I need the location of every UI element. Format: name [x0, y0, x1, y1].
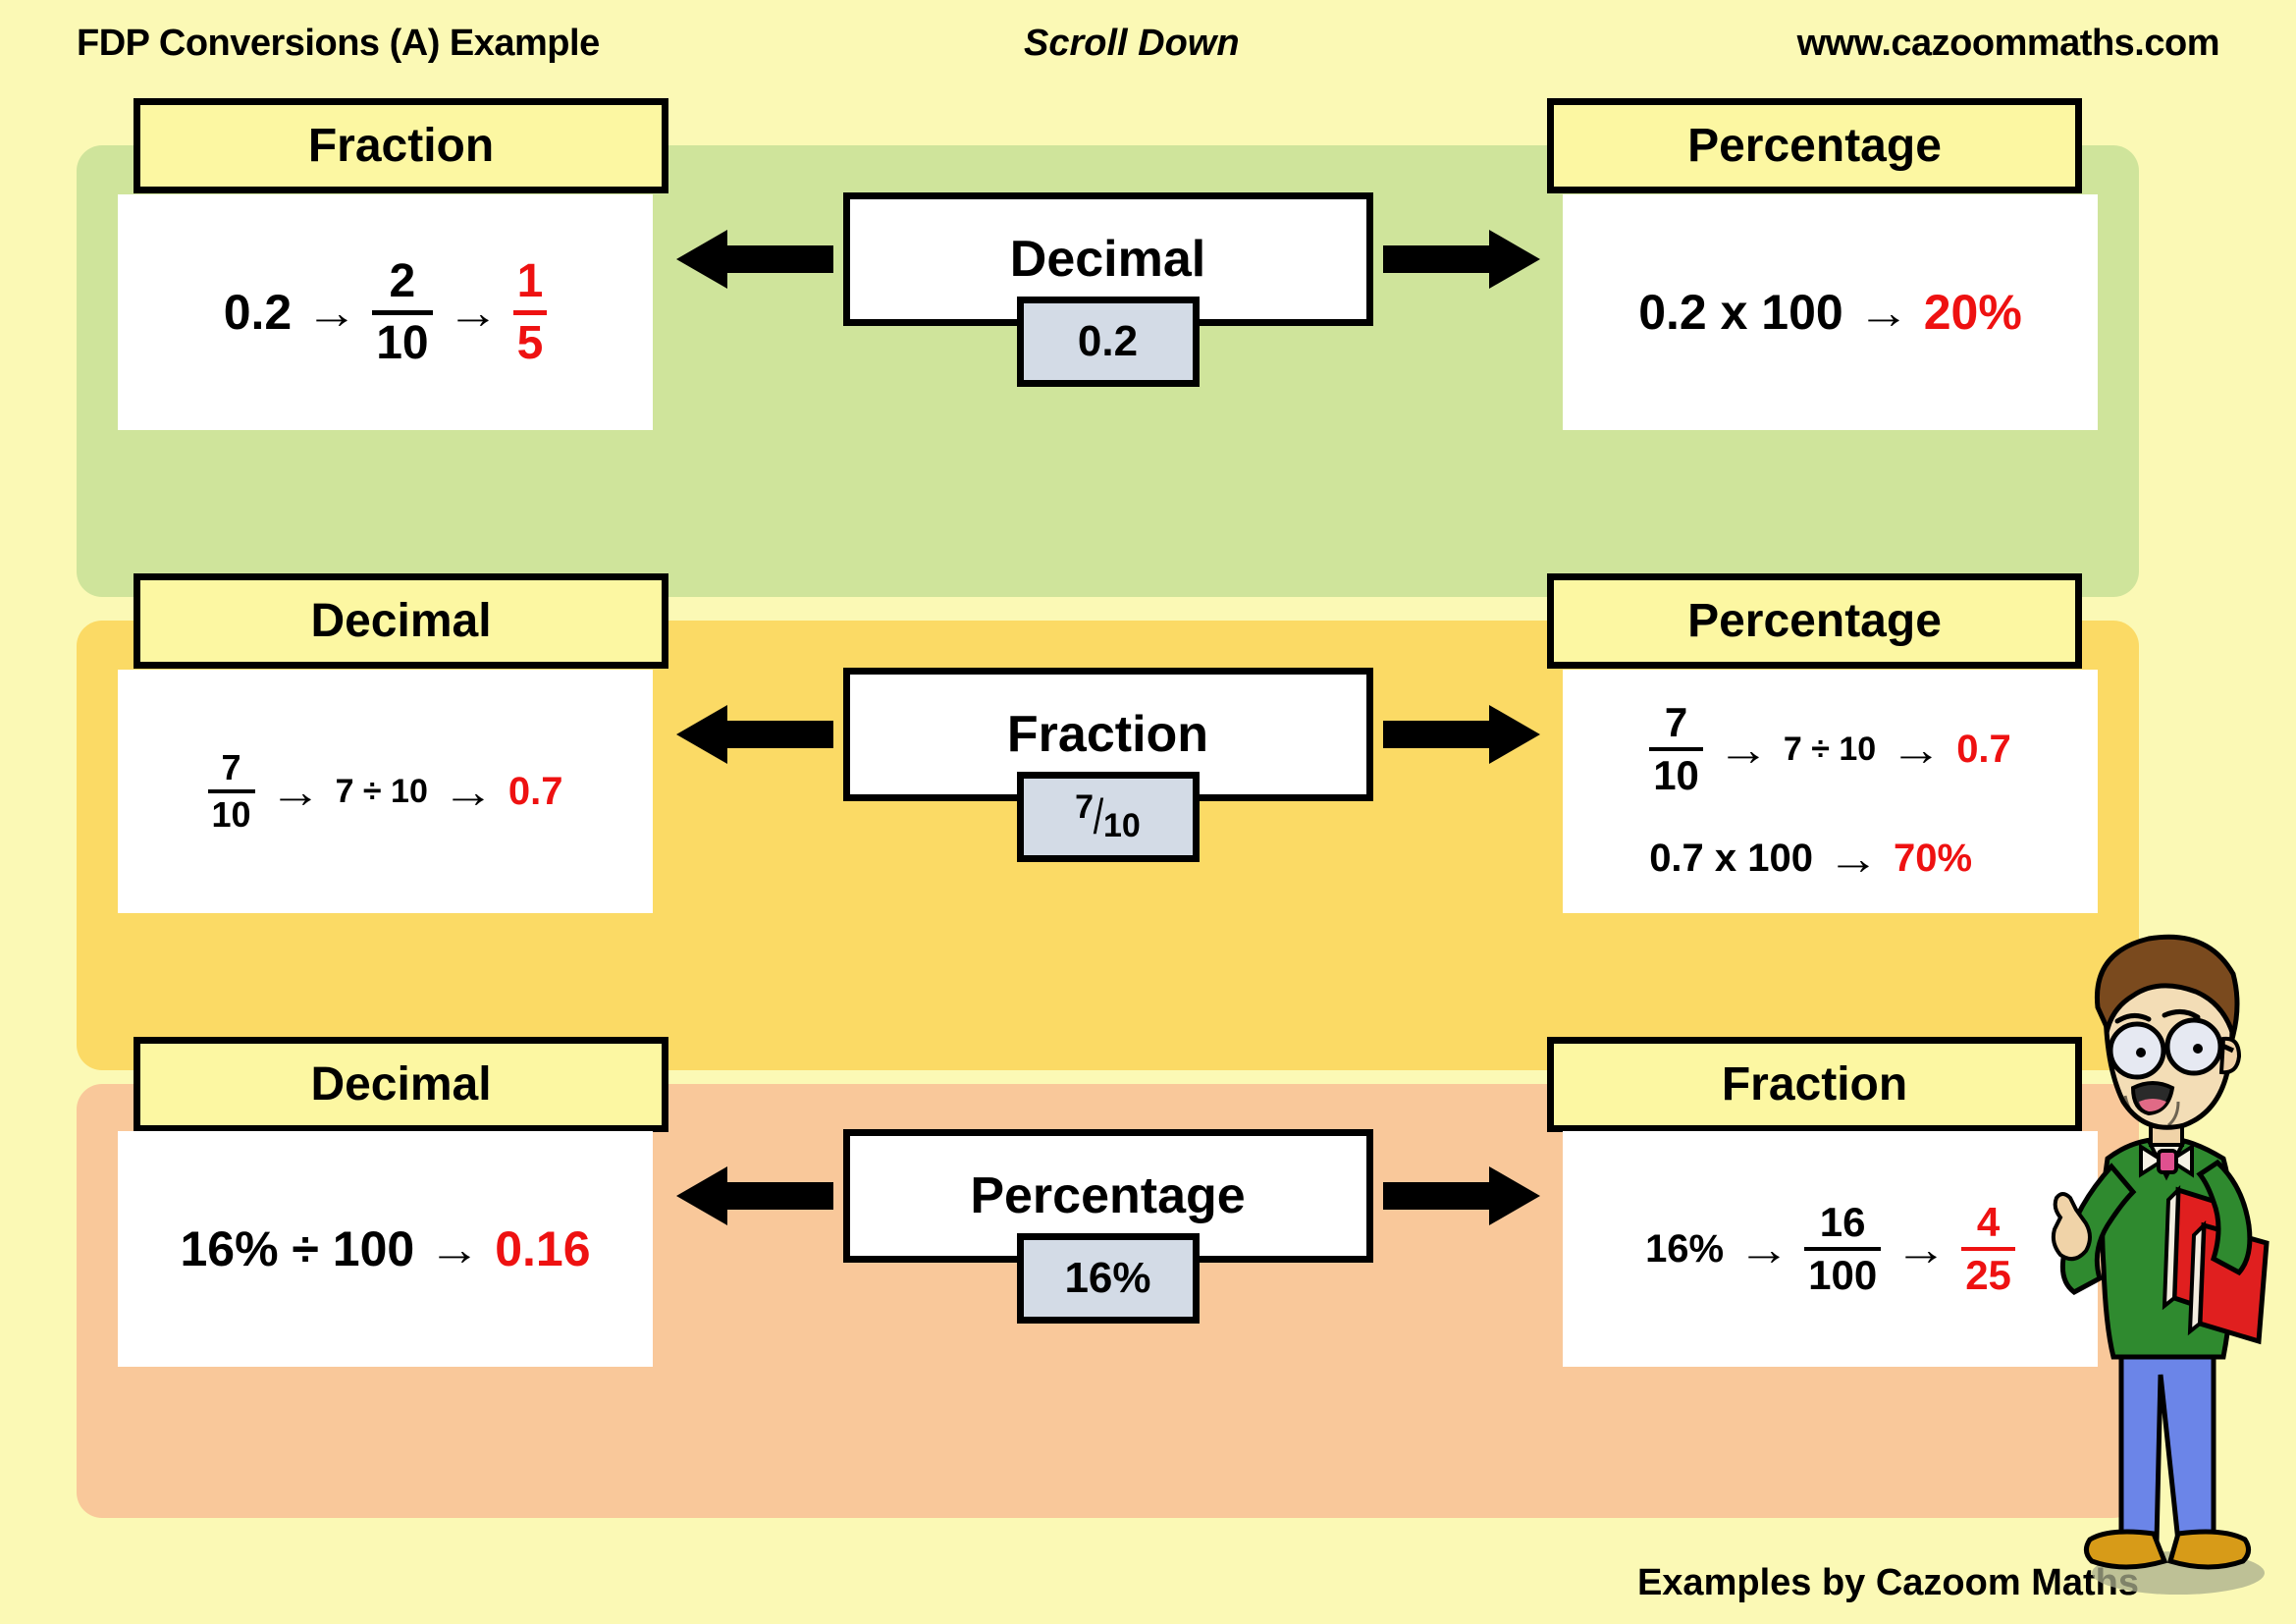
scroll-down-note: Scroll Down	[1024, 22, 1240, 64]
fraction-bar	[512, 309, 548, 315]
fraction-numerator: 2	[389, 254, 416, 307]
hub-value-chip: 16%	[1016, 1233, 1200, 1324]
expression-term: 16%	[1645, 1227, 1725, 1271]
fraction-denominator: 5	[516, 316, 544, 369]
page-title: FDP Conversions (A) Example	[77, 22, 600, 64]
expression-term: 16% ÷ 100	[180, 1221, 415, 1276]
fraction-numerator: 7	[1075, 788, 1095, 826]
row-heading-right: Percentage	[1547, 573, 2082, 669]
inline-arrow-icon: →	[1890, 724, 1943, 775]
right-arrow-icon	[1382, 230, 1540, 289]
inline-arrow-icon: →	[442, 766, 495, 817]
answer-term: 70%	[1894, 837, 1973, 880]
inline-arrow-icon: →	[447, 287, 500, 338]
inline-arrow-icon: →	[1717, 724, 1770, 775]
fraction-denominator: 100	[1808, 1252, 1878, 1298]
expression-term: 0.7 x 100	[1649, 837, 1814, 880]
row-heading-left: Decimal	[133, 1037, 668, 1132]
inline-arrow-icon: →	[305, 287, 358, 338]
inline-arrow-icon: →	[269, 766, 322, 817]
hub-value-chip: 7/10	[1016, 772, 1200, 862]
inline-arrow-icon: →	[1827, 833, 1880, 884]
fraction-denominator: 25	[1965, 1252, 2011, 1298]
inline-arrow-icon: →	[428, 1223, 481, 1274]
left-arrow-icon	[675, 705, 833, 764]
row-heading-right: Fraction	[1547, 1037, 2082, 1132]
answer-term: 0.16	[495, 1221, 591, 1276]
fraction-numerator: 7	[1664, 699, 1688, 745]
expression-term: 7 ÷ 10	[1783, 731, 1877, 768]
expression-term: 0.2	[223, 285, 293, 340]
fraction-numerator: 4	[1976, 1199, 2001, 1245]
expression-term: 0.2 x 100	[1638, 285, 1843, 340]
left-arrow-icon	[675, 1166, 833, 1225]
fraction-numerator: 16	[1819, 1199, 1866, 1245]
answer-term: 0.7	[1956, 728, 2011, 771]
fraction-denominator: 10	[211, 794, 251, 835]
answer-term: 20%	[1923, 285, 2022, 340]
left-working-box: 16% ÷ 100 → 0.16	[118, 1131, 653, 1367]
row-heading-left: Fraction	[133, 98, 668, 193]
inline-arrow-icon: →	[1737, 1223, 1790, 1274]
page-header: FDP Conversions (A) Example Scroll Down …	[0, 0, 2296, 86]
right-working-box: 0.2 x 100 → 20%	[1563, 194, 2098, 430]
diagonal-fraction: 7/10	[1075, 788, 1141, 845]
fraction-bar	[1804, 1247, 1882, 1251]
left-arrow-icon	[675, 230, 833, 289]
fraction-bar	[372, 309, 433, 315]
fraction-denominator: 10	[1653, 752, 1699, 798]
fraction-slash: /	[1093, 789, 1104, 844]
footer-credit: Examples by Cazoom Maths	[1636, 1562, 2139, 1603]
math-expression: 0.7 x 100 → 70%	[1649, 836, 1972, 881]
fraction-bar	[1961, 1247, 2015, 1251]
inline-arrow-icon: →	[1857, 287, 1910, 338]
answer-term: 0.7	[507, 770, 563, 813]
row-heading-right: Percentage	[1547, 98, 2082, 193]
fraction-bar	[207, 789, 255, 793]
row-heading-left: Decimal	[133, 573, 668, 669]
expression-stack: 0.2 x 100 → 20%	[1638, 288, 2022, 337]
math-expression: 16% ÷ 100 → 0.16	[180, 1224, 590, 1273]
expression-term: 7 ÷ 10	[335, 773, 428, 810]
fraction-numerator: 7	[221, 747, 241, 787]
fraction-numerator: 1	[516, 254, 544, 307]
math-expression: 0.2 x 100 → 20%	[1638, 288, 2022, 337]
right-arrow-icon	[1382, 705, 1540, 764]
inline-arrow-icon: →	[1895, 1223, 1948, 1274]
fraction-denominator: 10	[376, 316, 429, 369]
hub-value-chip: 0.2	[1016, 297, 1200, 387]
fraction-denominator: 10	[1103, 807, 1141, 844]
fraction-bar	[1649, 747, 1703, 751]
website-url: www.cazoommaths.com	[1796, 22, 2220, 64]
right-arrow-icon	[1382, 1166, 1540, 1225]
